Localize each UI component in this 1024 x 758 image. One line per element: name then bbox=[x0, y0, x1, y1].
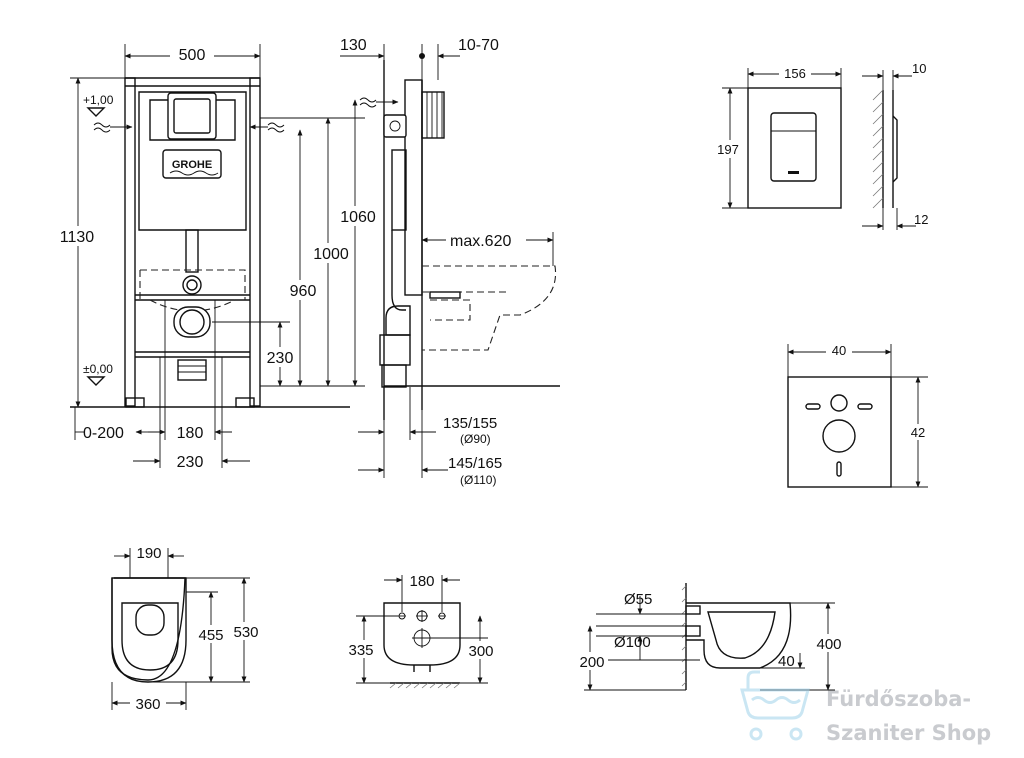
dim-1060: 1060 bbox=[340, 209, 376, 226]
dim-inlet: Ø55 bbox=[624, 591, 652, 608]
dim-pad-height: 42 bbox=[911, 425, 925, 440]
dim-bowl-seat-width: 190 bbox=[136, 545, 161, 562]
dim-plate-width: 156 bbox=[784, 66, 806, 81]
dim-10-70: 10-70 bbox=[458, 37, 499, 54]
dim-bowl-inner: 455 bbox=[198, 627, 223, 644]
watermark: Fürdőszoba- Szaniter Shop bbox=[740, 670, 991, 745]
frame-front-view: GROHE +1,00 ±0,00 500 1130 bbox=[55, 44, 380, 471]
dim-drain-height: 200 bbox=[579, 654, 604, 671]
dim-180-bottom: 180 bbox=[177, 425, 204, 442]
level-zero-label: ±0,00 bbox=[83, 362, 113, 376]
dim-plate-depth-bottom: 12 bbox=[914, 212, 928, 227]
dim-plate-depth-top: 10 bbox=[912, 61, 926, 76]
dim-230-bottom: 230 bbox=[177, 454, 204, 471]
watermark-line2: Szaniter Shop bbox=[826, 721, 991, 745]
dim-frame-width: 500 bbox=[179, 47, 206, 64]
bowl-side-view: Ø55 Ø100 200 400 40 bbox=[574, 583, 846, 691]
dim-230-height: 230 bbox=[267, 350, 294, 367]
dim-frame-height: 1130 bbox=[60, 229, 95, 246]
dim-145-165: 145/165 bbox=[448, 455, 502, 472]
dim-pad-width: 40 bbox=[832, 343, 846, 358]
dim-135-155-sub: (Ø90) bbox=[460, 432, 491, 446]
bathtub-icon bbox=[740, 670, 810, 741]
dim-rear-width: 180 bbox=[409, 573, 434, 590]
dim-side-height: 400 bbox=[816, 636, 841, 653]
watermark-line1: Fürdőszoba- bbox=[826, 687, 971, 711]
sound-pad-view: 40 42 bbox=[787, 342, 930, 488]
flush-plate-view: 156 197 10 12 bbox=[712, 61, 928, 230]
dim-0-200: 0-200 bbox=[83, 425, 124, 442]
bowl-rear-view: 180 335 300 bbox=[344, 573, 498, 689]
dim-135-155: 135/155 bbox=[443, 415, 497, 432]
dim-plate-height: 197 bbox=[717, 142, 739, 157]
dim-max-620: max.620 bbox=[450, 233, 511, 250]
dim-130: 130 bbox=[340, 37, 367, 54]
dim-outlet: Ø100 bbox=[614, 634, 651, 651]
dim-rear-right: 300 bbox=[468, 643, 493, 660]
dim-bowl-total: 530 bbox=[233, 624, 258, 641]
dim-rear-left: 335 bbox=[348, 642, 373, 659]
frame-side-view: 130 10-70 max.620 135/155 (Ø90) 145/165 … bbox=[340, 37, 560, 487]
bowl-top-view: 190 455 530 360 bbox=[111, 545, 261, 713]
grohe-logo: GROHE bbox=[172, 159, 212, 171]
level-top-label: +1,00 bbox=[83, 93, 114, 107]
dim-1000: 1000 bbox=[313, 246, 349, 263]
dim-960: 960 bbox=[290, 283, 317, 300]
dim-bowl-width: 360 bbox=[135, 696, 160, 713]
dim-side-offset: 40 bbox=[778, 653, 795, 670]
dim-145-165-sub: (Ø110) bbox=[460, 473, 496, 487]
